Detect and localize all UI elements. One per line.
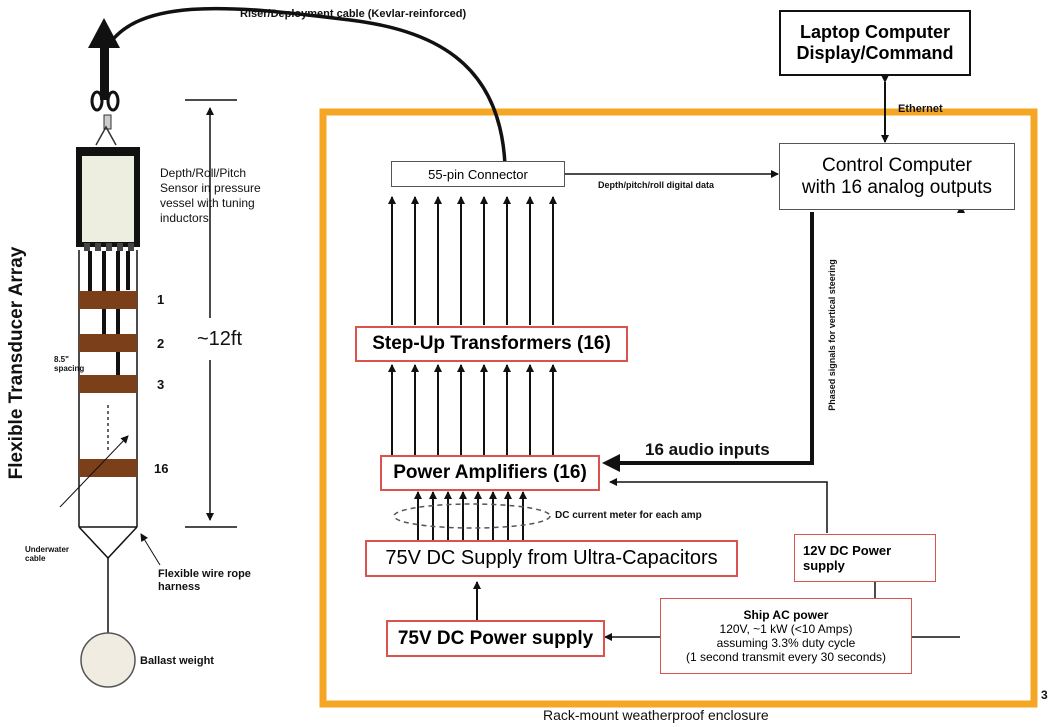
supply-to-amp-arrows	[414, 491, 527, 540]
underwater-line2: cable	[25, 554, 46, 563]
ship-ac-title: Ship AC power	[743, 608, 829, 622]
element-label-1: 1	[157, 292, 165, 307]
sensor-line3: vessel with tuning	[160, 196, 255, 210]
amp-to-transformer-arrows	[388, 364, 557, 455]
phased-label: Phased signals for vertical steering	[827, 259, 837, 411]
laptop-line1: Laptop Computer	[800, 22, 950, 42]
audio-inputs-label: 16 audio inputs	[645, 440, 770, 459]
dimension-12ft	[185, 99, 237, 528]
ethernet-label: Ethernet	[898, 103, 943, 115]
laptop-box: Laptop Computer Display/Command	[779, 10, 971, 76]
height-label: ~12ft	[197, 328, 243, 351]
sensor-line1: Depth/Roll/Pitch	[160, 166, 247, 180]
harness-label: Flexible wire rope harness	[158, 568, 251, 594]
power-amps-label: Power Amplifiers (16)	[393, 462, 587, 483]
dc-meter-label: DC current meter for each amp	[555, 510, 702, 521]
spacing-line1: 8.5"	[54, 355, 69, 364]
connector-box: 55-pin Connector	[391, 161, 565, 187]
riser-cable	[101, 6, 507, 166]
step-up-box: Step-Up Transformers (16)	[355, 326, 628, 362]
underwater-line1: Underwater	[25, 545, 70, 554]
cable-label: Riser/Deployment cable (Kevlar-reinforce…	[240, 8, 467, 20]
12v-feed	[609, 478, 828, 533]
supply-12v-box: 12V DC Power supply	[794, 534, 936, 582]
supply-75v-label: 75V DC Power supply	[397, 627, 594, 649]
spacing-label: 8.5" spacing	[54, 355, 84, 373]
supply-12v-line1: 12V DC Power	[803, 543, 892, 558]
underwater-cable-label: Underwater cable	[25, 545, 69, 563]
spacing-line2: spacing	[54, 364, 85, 373]
enclosure-border	[319, 108, 1038, 708]
control-line2: with 16 analog outputs	[801, 176, 993, 198]
dc-meter-loop	[393, 503, 551, 529]
element-label-16: 16	[154, 461, 169, 476]
sensor-label: Depth/Roll/Pitch Sensor in pressure vess…	[160, 166, 261, 226]
ballast-label: Ballast weight	[140, 655, 214, 667]
control-line1: Control Computer	[822, 154, 972, 176]
control-computer-box: Control Computer with 16 analog outputs	[779, 143, 1015, 210]
sensor-line4: inductors	[160, 211, 209, 225]
step-up-label: Step-Up Transformers (16)	[372, 333, 611, 354]
data-label: Depth/pitch/roll digital data	[598, 180, 715, 190]
sensor-line2: Sensor in pressure	[160, 181, 261, 195]
phased-signal-path	[620, 212, 814, 465]
array-title: Flexible Transducer Array	[6, 246, 27, 480]
element-label-2: 2	[157, 336, 165, 351]
harness-line1: Flexible wire rope	[158, 568, 251, 580]
connector-label: 55-pin Connector	[428, 166, 528, 182]
pressure-vessel	[76, 147, 140, 251]
enclosure-label: Rack-mount weatherproof enclosure	[543, 707, 769, 723]
ship-ac-line1: 120V, ~1 kW (<10 Amps)	[719, 622, 853, 636]
power-amps-box: Power Amplifiers (16)	[380, 455, 600, 491]
supply-75v-box: 75V DC Power supply	[386, 620, 605, 657]
transducer-array	[59, 250, 161, 633]
laptop-line2: Display/Command	[796, 43, 954, 63]
cable-head-icon	[88, 18, 120, 146]
ship-ac-line2: assuming 3.3% duty cycle	[716, 636, 856, 650]
ship-ac-line3: (1 second transmit every 30 seconds)	[685, 650, 887, 664]
ultra-caps-box: 75V DC Supply from Ultra-Capacitors	[365, 540, 738, 577]
ultra-caps-label: 75V DC Supply from Ultra-Capacitors	[385, 547, 718, 569]
ship-ac-box: Ship AC power 120V, ~1 kW (<10 Amps) ass…	[660, 598, 912, 674]
element-label-3: 3	[157, 377, 165, 392]
ballast-weight	[80, 632, 136, 688]
page-number: 3	[1041, 688, 1048, 702]
harness-line2: harness	[158, 581, 201, 593]
connector-arrows	[388, 196, 557, 325]
supply-12v-line2: supply	[803, 558, 845, 573]
